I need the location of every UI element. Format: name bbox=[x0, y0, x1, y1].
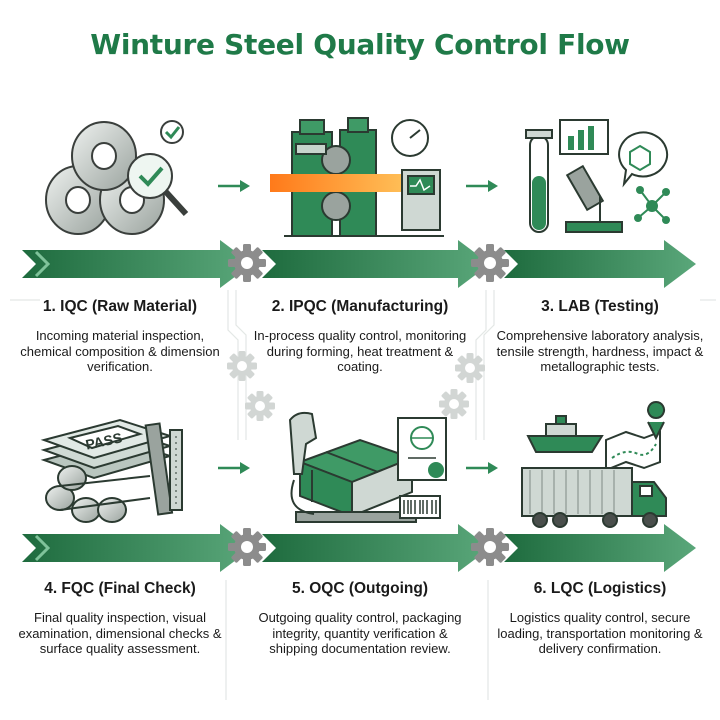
decorative-gear-icon bbox=[439, 389, 469, 419]
flow-arrows-row-1 bbox=[22, 240, 696, 288]
step-heading: 6. LQC (Logistics) bbox=[533, 580, 667, 597]
step-heading: 4. FQC (Final Check) bbox=[44, 580, 196, 597]
steel-coils-magnifier-icon bbox=[45, 120, 189, 235]
step-iqc: 1. IQC (Raw Material) Incoming material … bbox=[10, 298, 230, 375]
laboratory-icon bbox=[525, 119, 670, 233]
pass-stamped-sheets-icon bbox=[40, 418, 183, 523]
step-description: Logistics quality control, secure loadin… bbox=[497, 610, 703, 656]
gear-icon bbox=[471, 244, 509, 282]
gear-icon bbox=[471, 528, 509, 566]
page-title: Winture Steel Quality Control Flow bbox=[90, 28, 630, 61]
connector-arrow-icon bbox=[218, 180, 498, 474]
step-description: Final quality inspection, visual examina… bbox=[18, 610, 222, 656]
step-description: In-process quality control, monitoring d… bbox=[253, 328, 467, 374]
step-heading: 2. IPQC (Manufacturing) bbox=[271, 298, 449, 315]
step-lqc: 6. LQC (Logistics) Logistics quality con… bbox=[490, 580, 710, 657]
rolling-mill-icon bbox=[270, 117, 444, 237]
gear-icon bbox=[228, 528, 266, 566]
step-description: Comprehensive laboratory analysis, tensi… bbox=[496, 328, 704, 374]
step-heading: 5. OQC (Outgoing) bbox=[291, 580, 429, 597]
flow-arrows-row-2 bbox=[22, 524, 696, 572]
pass-stamp-label: PASS bbox=[84, 429, 124, 452]
step-heading: 3. LAB (Testing) bbox=[541, 298, 659, 315]
step-heading: 1. IQC (Raw Material) bbox=[42, 298, 198, 315]
step-ipqc: 2. IPQC (Manufacturing) In-process quali… bbox=[250, 298, 470, 375]
packaged-pallet-scanner-icon bbox=[288, 411, 447, 523]
gear-icon bbox=[228, 244, 266, 282]
step-description: Outgoing quality control, packaging inte… bbox=[258, 610, 462, 656]
step-lab: 3. LAB (Testing) Comprehensive laborator… bbox=[490, 298, 710, 375]
background-circuit-lines bbox=[10, 290, 716, 700]
step-fqc: 4. FQC (Final Check) Final quality inspe… bbox=[10, 580, 230, 657]
step-description: Incoming material inspection, chemical c… bbox=[20, 328, 220, 374]
decorative-gear-icon bbox=[245, 391, 275, 421]
step-oqc: 5. OQC (Outgoing) Outgoing quality contr… bbox=[250, 580, 470, 657]
truck-ship-map-icon bbox=[521, 401, 667, 528]
